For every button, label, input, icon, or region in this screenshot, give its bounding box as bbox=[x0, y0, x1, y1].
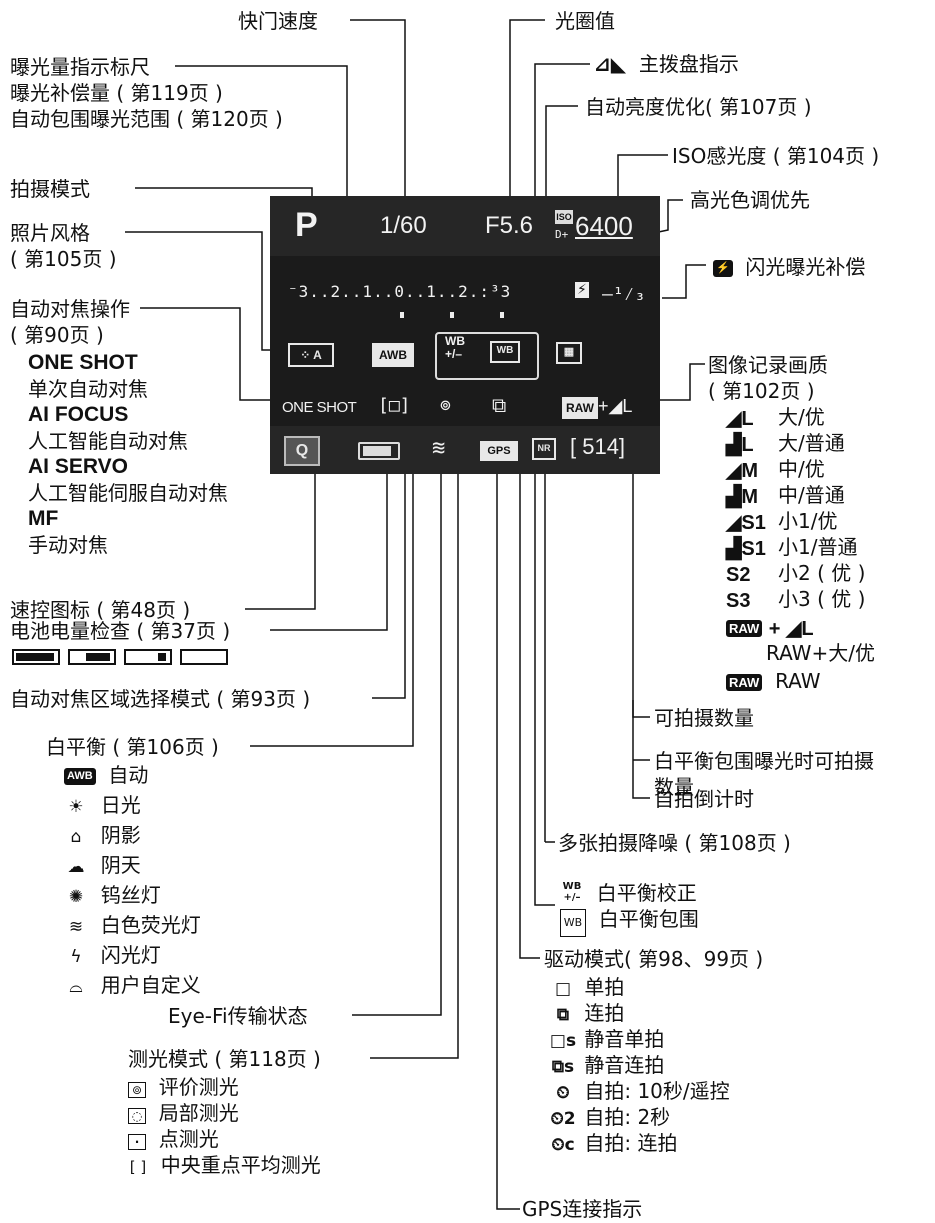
label-wb-bracket-shots: 白平衡包围曝光时可拍摄 bbox=[654, 749, 874, 773]
battery-icon bbox=[358, 442, 400, 460]
label-white-balance: 白平衡 ( 第106页 ) bbox=[46, 735, 219, 759]
camera-lcd-panel: P 1/60 F5.6 ISO D+ 6400 ⁻3..2..1..0..1..… bbox=[270, 196, 660, 474]
af-mode-ai-focus-desc: 人工智能自动对焦 bbox=[28, 429, 188, 453]
wb-tungsten-icon: ✺ bbox=[68, 887, 84, 907]
raw-icon: RAW bbox=[562, 397, 598, 419]
shots-remaining-value: [ 514] bbox=[570, 434, 626, 459]
iso-prefix: ISO bbox=[555, 210, 573, 224]
label-af-area: 自动对焦区域选择模式 ( 第93页 ) bbox=[10, 687, 311, 711]
flash-comp-icon: ⚡ bbox=[713, 260, 733, 277]
self-timer-continuous-icon: ⏲c bbox=[551, 1135, 575, 1155]
label-image-quality: 图像记录画质 bbox=[708, 353, 828, 377]
label-image-quality-page: ( 第102页 ) bbox=[708, 379, 815, 403]
silent-single-icon: □s bbox=[549, 1031, 577, 1051]
label-wb-shift: 白平衡校正 bbox=[596, 881, 697, 905]
af-mode-ai-servo: AI SERVO bbox=[28, 455, 128, 478]
center-weighted-metering-icon: [ ] bbox=[129, 1158, 147, 1176]
wb-bracket-icon: WB bbox=[560, 909, 586, 937]
label-picture-style-page: ( 第105页 ) bbox=[10, 247, 117, 271]
label-iso: ISO感光度 ( 第104页 ) bbox=[672, 144, 880, 168]
label-eyefi: Eye-Fi传输状态 bbox=[168, 1004, 308, 1028]
raw-icon: RAW bbox=[726, 620, 763, 637]
wb-auto-icon: AWB bbox=[64, 768, 96, 785]
wb-flash-icon: ϟ bbox=[70, 947, 82, 967]
wb-bracket-indicator: WB bbox=[490, 341, 520, 363]
continuous-icon: ⧉ bbox=[556, 1005, 570, 1025]
wb-shift-icon: WB+/– bbox=[562, 881, 582, 903]
label-aeb-range: 自动包围曝光范围 ( 第120页 ) bbox=[10, 107, 283, 131]
iso-value: 6400 bbox=[575, 211, 633, 241]
raw-only-icon: RAW bbox=[726, 674, 763, 691]
wb-shift-indicator: WB+/– bbox=[445, 334, 465, 361]
label-flash-comp: ⚡ 闪光曝光补偿 bbox=[713, 254, 865, 280]
af-mode-mf: MF bbox=[28, 507, 59, 530]
label-metering: 测光模式 ( 第118页 ) bbox=[128, 1047, 321, 1071]
label-wb-bracket-shots-2: 数量 bbox=[654, 775, 694, 799]
label-shooting-mode: 拍摄模式 bbox=[10, 177, 90, 201]
label-multi-shot-nr: 多张拍摄降噪 ( 第108页 ) bbox=[558, 831, 791, 855]
self-timer-2s-icon: ⏲2 bbox=[550, 1109, 576, 1129]
multi-shot-nr-icon: NR bbox=[532, 438, 556, 460]
evaluative-metering-icon: ⊚ bbox=[128, 1082, 146, 1098]
metering-icon: ⊚ bbox=[440, 395, 451, 416]
aperture-value: F5.6 bbox=[485, 212, 534, 239]
label-quick-control: 速控图标 ( 第48页 ) bbox=[10, 598, 191, 622]
eyefi-icon: ≋ bbox=[432, 436, 446, 461]
label-exposure-comp: 曝光补偿量 ( 第119页 ) bbox=[10, 81, 223, 105]
self-timer-10s-icon: ⏲ bbox=[556, 1083, 570, 1103]
label-self-timer: 自拍倒计时 bbox=[654, 787, 754, 811]
label-af-operation: 自动对焦操作 bbox=[10, 297, 130, 321]
silent-continuous-icon: ⧉s bbox=[551, 1057, 575, 1077]
label-af-operation-page: ( 第90页 ) bbox=[10, 323, 104, 347]
flash-comp-value: –¹⁄₃ bbox=[602, 284, 646, 305]
wb-shift-bracket-box bbox=[435, 332, 539, 380]
label-battery: 电池电量检查 ( 第37页 ) bbox=[10, 619, 231, 643]
af-mode-one-shot-desc: 单次自动对焦 bbox=[28, 377, 148, 401]
label-alo: 自动亮度优化( 第107页 ) bbox=[585, 95, 812, 119]
shutter-speed-value: 1/60 bbox=[380, 212, 427, 239]
af-mode-mf-desc: 手动对焦 bbox=[28, 533, 108, 557]
raw-plus-large-fine-label: RAW+大/优 bbox=[766, 641, 875, 665]
drive-mode-icon: ⧉ bbox=[492, 393, 507, 417]
label-highlight-priority: 高光色调优先 bbox=[690, 188, 810, 212]
flash-comp-icon: ⚡ bbox=[575, 282, 589, 298]
main-dial-icon: ⊿◣ bbox=[594, 52, 627, 76]
label-picture-style: 照片风格 bbox=[10, 221, 90, 245]
spot-metering-icon: · bbox=[128, 1134, 146, 1150]
wb-custom-icon: ⌓ bbox=[69, 977, 83, 997]
image-quality-value: +◢L bbox=[598, 396, 633, 416]
af-mode-one-shot: ONE SHOT bbox=[28, 351, 138, 374]
wb-fluorescent-icon: ≋ bbox=[68, 917, 84, 937]
alo-icon: ▦ bbox=[556, 342, 582, 364]
af-operation-value: ONE SHOT bbox=[282, 399, 357, 416]
label-main-dial: ⊿◣ 主拨盘指示 bbox=[594, 52, 739, 76]
panel-top-row bbox=[270, 196, 660, 256]
highlight-priority-indicator: D+ bbox=[555, 228, 569, 241]
picture-style-icon: ⁘ A bbox=[288, 343, 334, 367]
af-mode-ai-servo-desc: 人工智能伺服自动对焦 bbox=[28, 481, 228, 505]
af-area-icon: [□] bbox=[378, 395, 411, 416]
label-drive-mode: 驱动模式( 第98、99页 ) bbox=[544, 947, 764, 971]
quick-control-icon: Q bbox=[284, 436, 320, 466]
label-shutter-speed: 快门速度 bbox=[238, 9, 318, 33]
label-wb-bracket: 白平衡包围 bbox=[598, 907, 699, 931]
label-shots-remaining: 可拍摄数量 bbox=[654, 706, 754, 730]
af-mode-ai-focus: AI FOCUS bbox=[28, 403, 129, 426]
wb-cloudy-icon: ☁ bbox=[67, 857, 85, 877]
gps-icon: GPS bbox=[480, 441, 518, 461]
label-aperture: 光圈值 bbox=[555, 9, 615, 33]
shooting-mode-value: P bbox=[295, 206, 318, 244]
single-shot-icon: □ bbox=[554, 979, 572, 999]
wb-shade-icon: ⌂ bbox=[70, 827, 82, 847]
exposure-level-scale: ⁻3..2..1..0..1..2.:³3 bbox=[288, 282, 512, 301]
partial-metering-icon: ◌ bbox=[128, 1108, 146, 1124]
wb-daylight-icon: ☀ bbox=[68, 797, 84, 817]
wb-awb-icon: AWB bbox=[372, 343, 414, 367]
label-exposure-scale: 曝光量指示标尺 bbox=[10, 55, 150, 79]
label-gps: GPS连接指示 bbox=[522, 1197, 643, 1221]
